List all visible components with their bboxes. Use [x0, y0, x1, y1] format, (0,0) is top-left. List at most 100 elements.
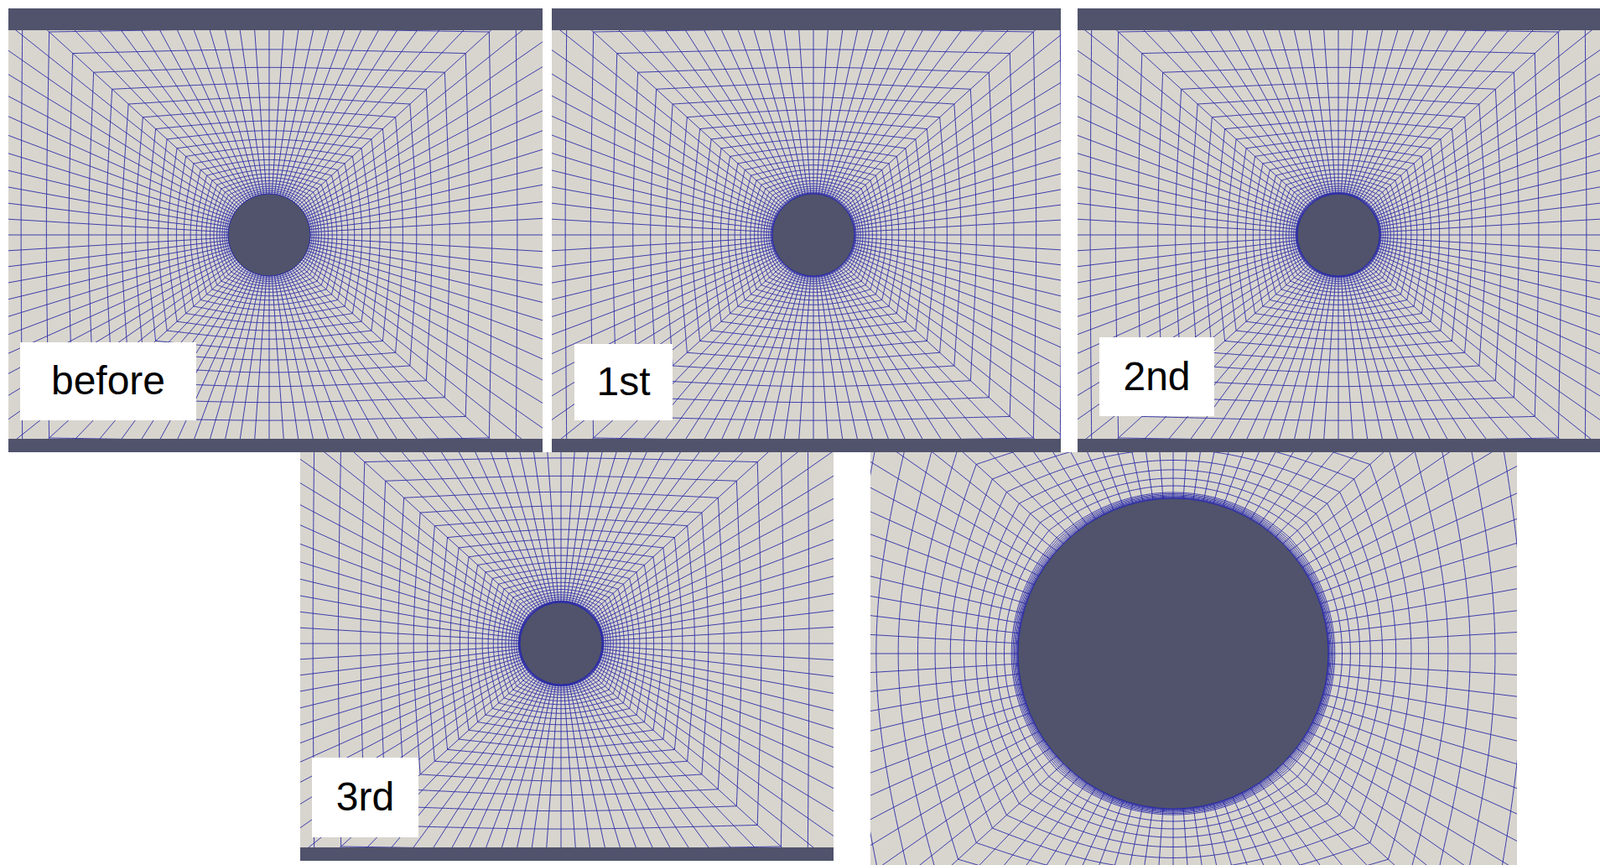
mesh-lines	[551, 8, 1061, 452]
mesh-spoke	[1077, 166, 1299, 225]
wall-bar	[8, 8, 543, 31]
mesh-spoke	[826, 273, 908, 452]
mesh-spoke	[487, 682, 551, 861]
mesh-ring	[135, 109, 404, 360]
mesh-ring	[427, 518, 696, 769]
mesh-spoke	[698, 272, 798, 452]
mesh-ring	[758, 181, 869, 290]
mesh-ring	[766, 188, 861, 282]
mesh-ring	[1175, 83, 1502, 386]
mesh-spoke	[271, 275, 287, 452]
label-box: 2nd	[1099, 337, 1215, 416]
mesh-spoke	[8, 250, 232, 341]
mesh-spoke	[834, 270, 974, 452]
mesh-ring	[1011, 492, 1336, 815]
mesh-spoke	[285, 8, 385, 198]
mesh-ring	[711, 139, 915, 331]
mesh-spoke	[269, 275, 271, 452]
mesh-ring	[1279, 177, 1398, 293]
mesh-spoke	[571, 682, 636, 861]
mesh-ring	[898, 451, 1449, 865]
mesh-ring	[224, 190, 315, 280]
mesh-spoke	[487, 451, 551, 604]
mesh-spoke	[303, 64, 543, 213]
mesh-ring	[870, 451, 1517, 865]
mesh-ring	[493, 577, 629, 708]
mesh-ring	[450, 539, 672, 748]
mesh-spoke	[870, 451, 1064, 544]
mesh-ring	[1297, 193, 1381, 277]
mesh-spoke	[1222, 800, 1517, 865]
mesh-ring	[519, 602, 603, 686]
mesh-spoke	[870, 683, 1022, 845]
mesh-ring	[1245, 146, 1431, 323]
wall-bar	[1077, 8, 1600, 31]
mesh-spoke	[870, 702, 1027, 865]
mesh-ring	[1252, 153, 1424, 316]
mesh-ring	[213, 181, 325, 290]
mesh-ring	[509, 592, 614, 695]
mesh-spoke	[1359, 270, 1499, 452]
mesh-spoke	[8, 239, 229, 269]
mesh-ring	[196, 165, 343, 306]
mesh-spoke	[870, 763, 1064, 865]
mesh-spoke	[8, 234, 229, 236]
mesh-spoke	[175, 8, 256, 197]
mesh-ring	[1283, 181, 1394, 290]
mesh-spoke	[8, 109, 233, 217]
mesh-spoke	[300, 654, 522, 712]
mesh-spoke	[719, 273, 800, 452]
mesh-spoke	[842, 264, 1061, 452]
mesh-ring	[201, 169, 337, 300]
mesh-spoke	[965, 805, 1143, 865]
mesh-spoke	[561, 451, 562, 603]
mesh-spoke	[1323, 451, 1517, 613]
mesh-spoke	[719, 8, 800, 197]
mesh-spoke	[571, 265, 787, 452]
mesh-spoke	[154, 8, 254, 198]
mesh-ring	[633, 67, 994, 402]
mesh-spoke	[300, 643, 520, 645]
mesh-ring	[768, 190, 859, 280]
mesh-spoke	[1244, 8, 1325, 197]
fluid-domain	[300, 451, 834, 847]
mesh-spoke	[8, 264, 240, 452]
mesh-spoke	[1283, 451, 1517, 544]
mesh-ring	[176, 146, 362, 323]
mesh-spoke	[602, 643, 834, 645]
mesh-ring	[772, 193, 856, 277]
mesh-spoke	[563, 451, 579, 603]
mesh-spoke	[602, 626, 834, 641]
mesh-lines	[300, 451, 834, 861]
mesh-spoke	[581, 678, 722, 861]
mesh-spoke	[829, 272, 929, 452]
mesh-ring	[1296, 192, 1382, 278]
mesh-ring	[488, 573, 634, 714]
mesh-ring	[106, 83, 433, 386]
mesh-ring	[870, 451, 1517, 865]
mesh-spoke	[1267, 451, 1517, 530]
mesh-ring	[46, 29, 492, 442]
mesh-spoke	[1379, 218, 1600, 233]
mesh-spoke	[8, 8, 240, 206]
mesh-spoke	[1201, 8, 1320, 198]
mesh-spoke	[1323, 693, 1517, 865]
mesh-spoke	[1077, 64, 1304, 213]
mesh-spoke	[1324, 683, 1517, 845]
mesh-spoke	[304, 88, 543, 215]
mesh-spoke	[870, 731, 1039, 865]
panel-label: before	[51, 358, 166, 404]
mesh-spoke	[310, 234, 543, 236]
mesh-ring	[147, 120, 391, 349]
mesh-spoke	[132, 8, 251, 198]
cylinder	[1018, 498, 1329, 809]
mesh-ring	[1293, 190, 1384, 280]
mesh-spoke	[551, 129, 776, 219]
mesh-ring	[398, 491, 725, 795]
mesh-spoke	[1328, 590, 1517, 644]
mesh-spoke	[1354, 8, 1454, 198]
mesh-spoke	[551, 234, 773, 236]
mesh-spoke	[269, 8, 271, 194]
mesh-spoke	[1376, 129, 1600, 219]
mesh-spoke	[307, 248, 543, 322]
